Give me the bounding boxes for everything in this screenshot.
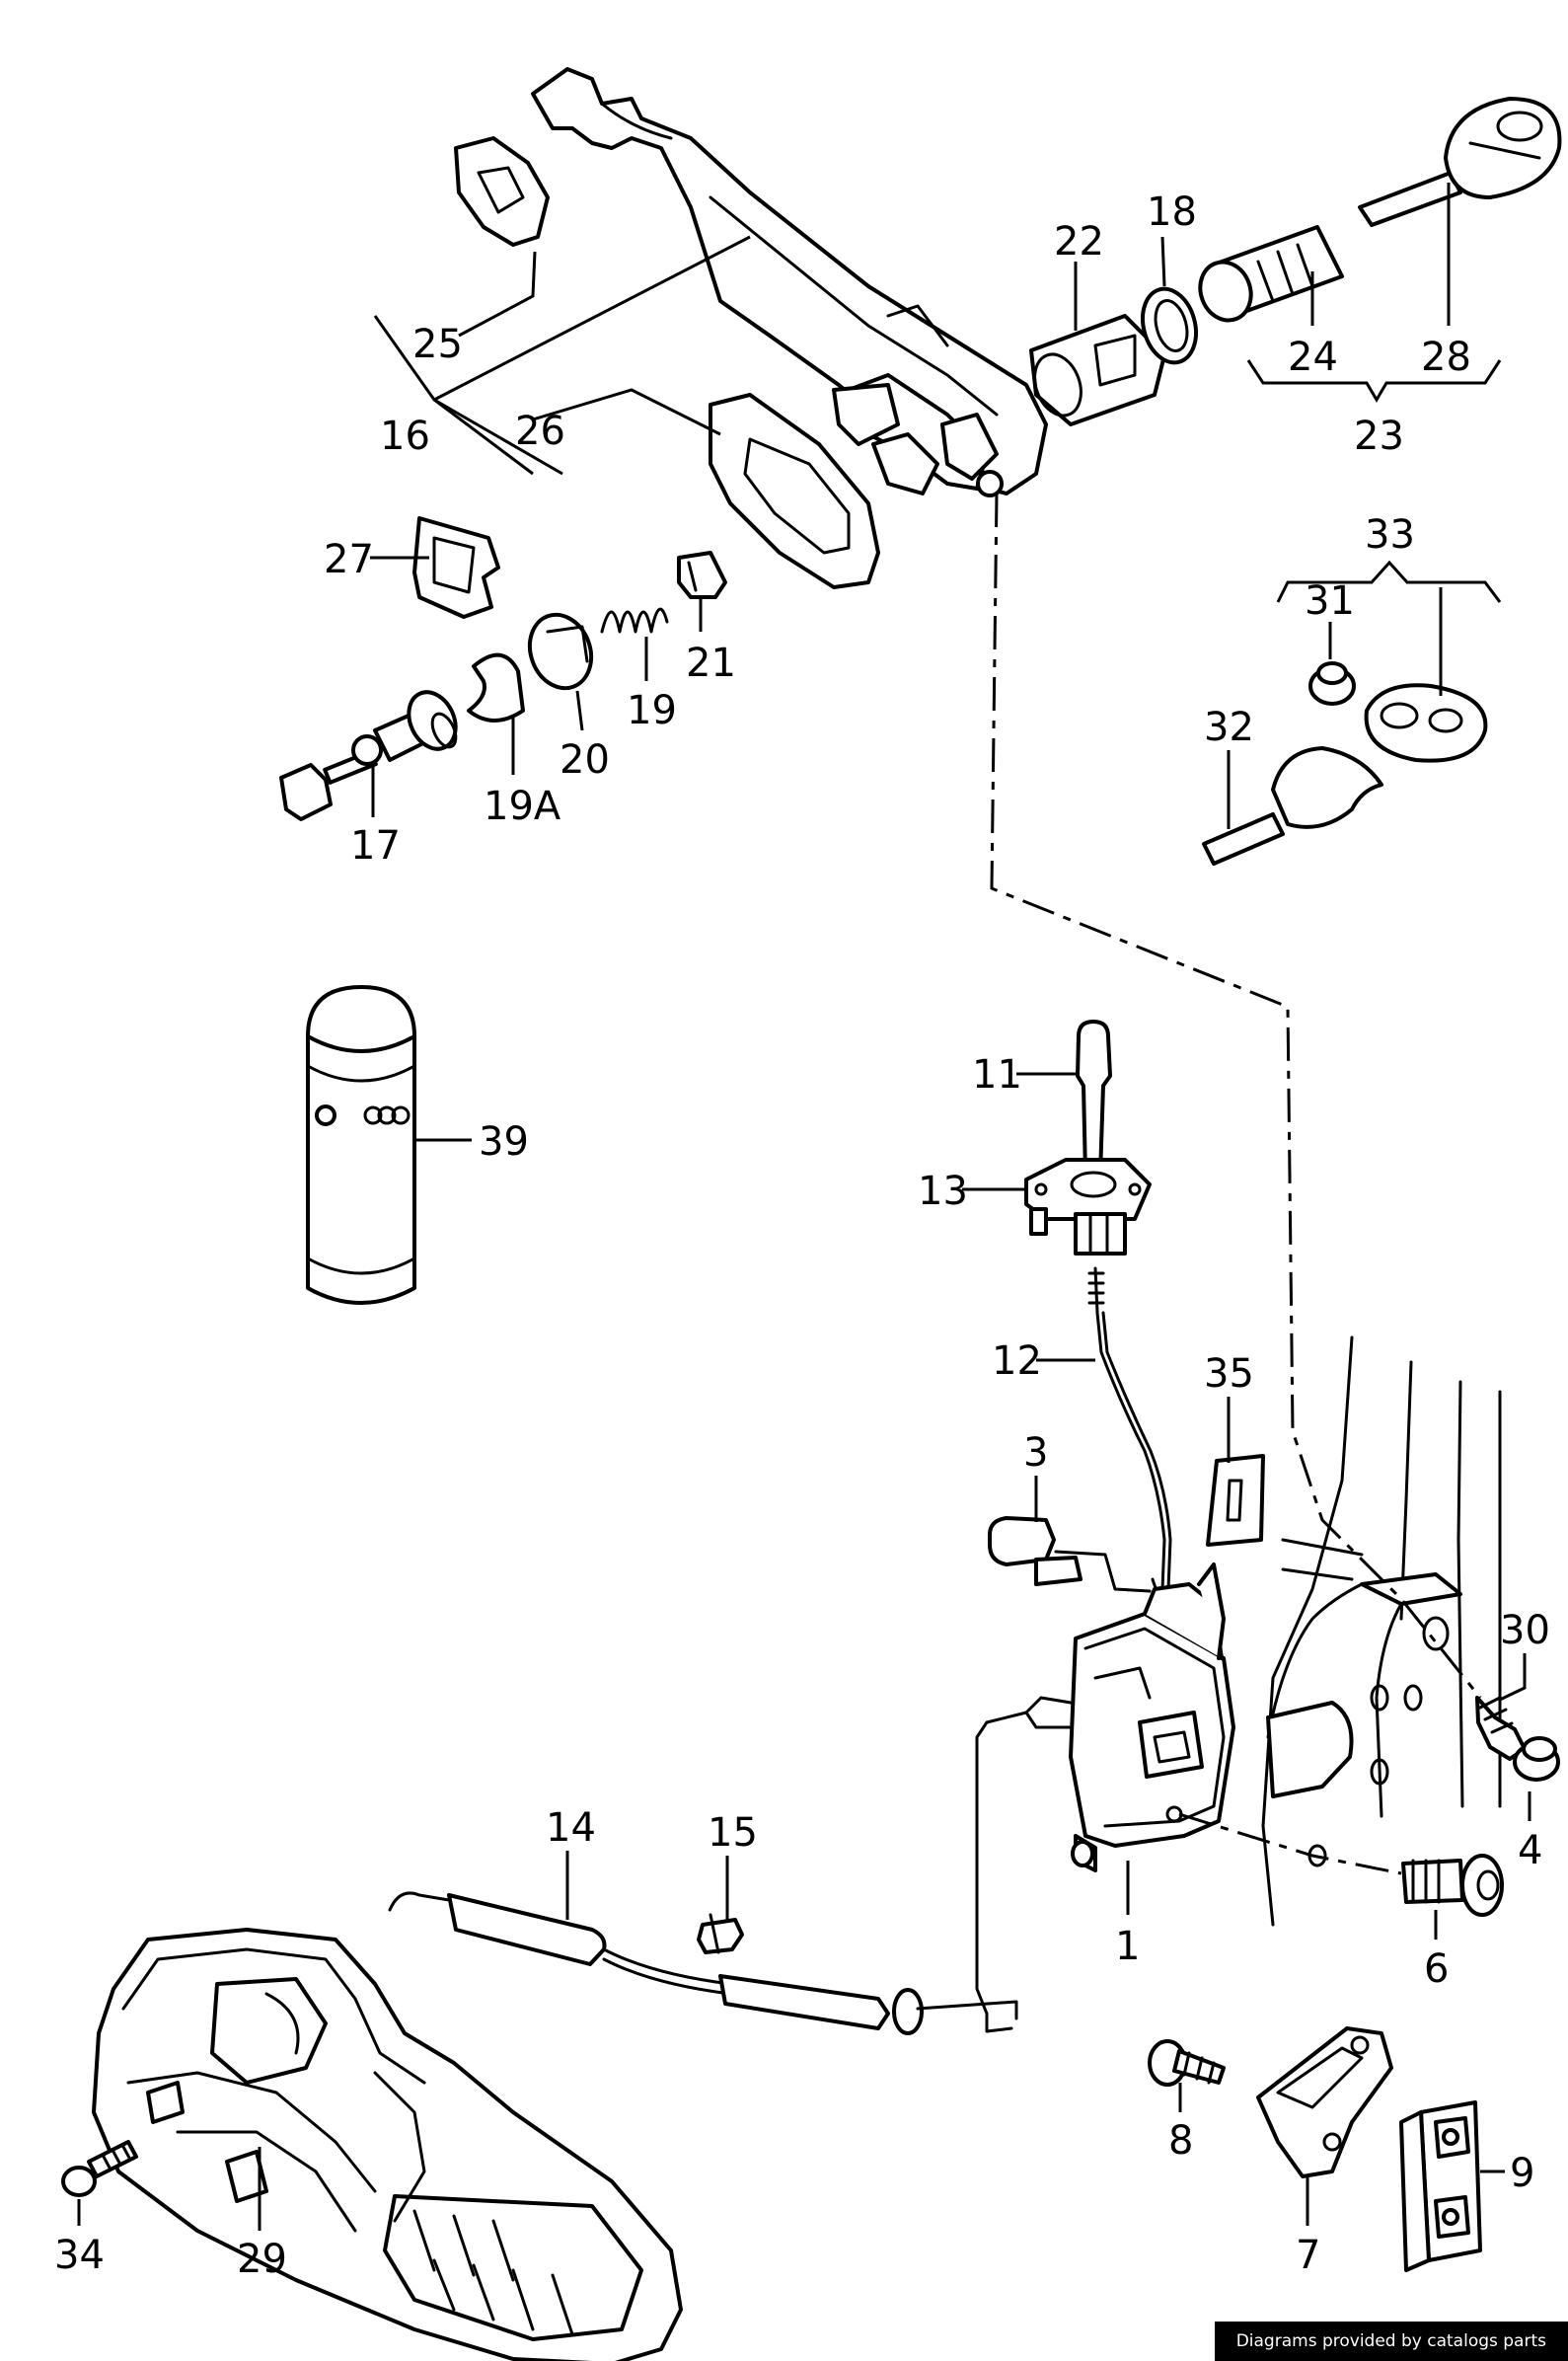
assembly-lines — [975, 493, 1482, 2016]
screw-6 — [1401, 1854, 1504, 1917]
callout-20: 20 — [560, 737, 610, 783]
callout-13: 13 — [918, 1169, 968, 1214]
cylinder-housing — [527, 612, 594, 691]
connector-3 — [988, 1516, 1083, 1586]
bowden-cable — [388, 1891, 1018, 2035]
callout-9: 9 — [1510, 2151, 1534, 2196]
cap-4 — [1513, 1736, 1560, 1782]
outside-door-handle — [531, 67, 1048, 497]
callout-30: 30 — [1500, 1608, 1550, 1653]
key-plate — [1364, 683, 1488, 763]
callout-29: 29 — [237, 2237, 287, 2282]
callout-7: 7 — [1296, 2233, 1320, 2278]
rod — [1087, 1266, 1172, 1594]
striker-plate — [1399, 2100, 1482, 2272]
callout-25: 25 — [412, 322, 463, 367]
callout-6: 6 — [1424, 1946, 1449, 1992]
pad — [1206, 1454, 1265, 1547]
lock-mechanism — [1069, 1562, 1235, 1872]
callout-33: 33 — [1365, 512, 1415, 558]
callout-12: 12 — [992, 1338, 1042, 1384]
cap-31 — [1308, 661, 1356, 706]
backing-plate — [1256, 2026, 1393, 2178]
callout-19: 19 — [627, 688, 677, 733]
callout-3: 3 — [1023, 1430, 1048, 1476]
gasket-small — [454, 136, 550, 247]
lock-barrel — [279, 690, 458, 821]
callout-26: 26 — [515, 409, 565, 454]
callout-11: 11 — [972, 1052, 1022, 1098]
o-ring — [1141, 286, 1198, 365]
callout-24: 24 — [1288, 335, 1338, 380]
coil-spring — [600, 607, 669, 634]
callout-16: 16 — [380, 414, 430, 459]
end-cap — [677, 551, 727, 599]
callout-17: 17 — [350, 823, 401, 869]
lock-cylinder — [1198, 225, 1344, 323]
callout-28: 28 — [1421, 335, 1471, 380]
callout-8: 8 — [1168, 2118, 1193, 2164]
callout-15: 15 — [708, 1810, 758, 1856]
callout-35: 35 — [1204, 1351, 1254, 1397]
screw-8 — [1148, 2039, 1226, 2087]
retaining-clip — [412, 516, 500, 619]
callout-14: 14 — [546, 1805, 596, 1851]
spray-can — [306, 985, 416, 1305]
callout-23: 23 — [1354, 414, 1404, 459]
screw-34 — [61, 2140, 138, 2197]
key-32 — [1202, 746, 1383, 866]
callout-31: 31 — [1305, 578, 1355, 624]
leader-lines — [77, 183, 1531, 2231]
callout-32: 32 — [1204, 705, 1254, 750]
door-trim-panel — [92, 1928, 683, 2361]
callout-22: 22 — [1054, 219, 1104, 265]
callout-labels: 25 16 26 27 21 19 20 19A 17 22 18 24 28 … — [54, 190, 1550, 2282]
callout-27: 27 — [324, 537, 374, 582]
callout-34: 34 — [54, 2233, 105, 2278]
gasket-large — [709, 393, 880, 589]
callout-4: 4 — [1518, 1828, 1542, 1873]
callout-18: 18 — [1147, 190, 1197, 235]
callout-19a: 19A — [484, 784, 561, 829]
cable-clip — [697, 1913, 744, 1954]
lock-sleeve — [1029, 314, 1166, 426]
lock-knob — [1076, 1020, 1112, 1177]
callout-21: 21 — [686, 641, 736, 686]
key — [1358, 97, 1562, 227]
knob-guide — [1024, 1158, 1152, 1256]
lever-19a — [467, 652, 525, 723]
callout-39: 39 — [479, 1119, 529, 1165]
callout-1: 1 — [1115, 1924, 1140, 1969]
credit-banner: Diagrams provided by catalogs parts — [1214, 2322, 1568, 2361]
door-frame — [1261, 1335, 1502, 1927]
